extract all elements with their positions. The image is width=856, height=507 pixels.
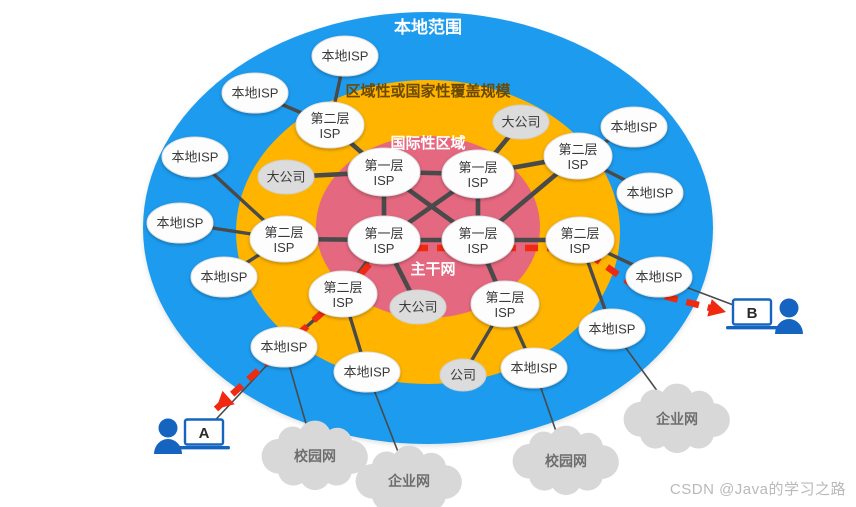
device-letter: B	[747, 305, 758, 322]
data-path-arrow-to-a	[216, 390, 235, 409]
node-l_bm[interactable]: 本地ISP	[333, 351, 401, 393]
node-l_tl[interactable]: 本地ISP	[221, 72, 289, 114]
node-bc_top[interactable]: 大公司	[492, 104, 550, 140]
person-icon	[154, 418, 182, 454]
device-deviceA[interactable]: A	[154, 418, 230, 455]
node-bc_bot[interactable]: 大公司	[389, 289, 447, 325]
node-l_r[interactable]: 本地ISP	[625, 256, 693, 298]
node-l_lt[interactable]: 本地ISP	[161, 136, 229, 178]
cloud-enterprise_right: 企业网	[623, 383, 730, 454]
cloud-campus_right: 校园网	[512, 425, 619, 496]
node-l_lb[interactable]: 本地ISP	[190, 256, 258, 298]
node-l_top[interactable]: 本地ISP	[311, 35, 379, 77]
data-path-arrow-to-b	[707, 299, 726, 317]
device-letter: A	[199, 425, 210, 442]
device-deviceB[interactable]: B	[726, 298, 803, 335]
node-l_bm2[interactable]: 本地ISP	[500, 347, 568, 389]
cloud-label: 校园网	[545, 453, 587, 469]
cloud-enterprise_mid: 企业网	[355, 445, 462, 507]
node-l_lm[interactable]: 本地ISP	[146, 202, 214, 244]
cloud-label: 企业网	[655, 411, 698, 427]
cloud-campus_left: 校园网	[261, 420, 368, 491]
node-l_tr[interactable]: 本地ISP	[600, 106, 668, 148]
node-l_bl[interactable]: 本地ISP	[250, 326, 318, 368]
node-l_rt[interactable]: 本地ISP	[616, 172, 684, 214]
node-bc_left[interactable]: 大公司	[257, 159, 315, 195]
node-l_br[interactable]: 本地ISP	[578, 308, 646, 350]
zone-ellipses	[143, 12, 713, 444]
endpoint-devices: AB	[154, 298, 803, 455]
person-icon	[775, 298, 803, 334]
watermark: CSDN @Java的学习之路	[669, 481, 846, 498]
node-co_bot[interactable]: 公司	[439, 358, 487, 392]
cloud-label: 校园网	[294, 448, 336, 464]
cloud-label: 企业网	[387, 473, 430, 489]
